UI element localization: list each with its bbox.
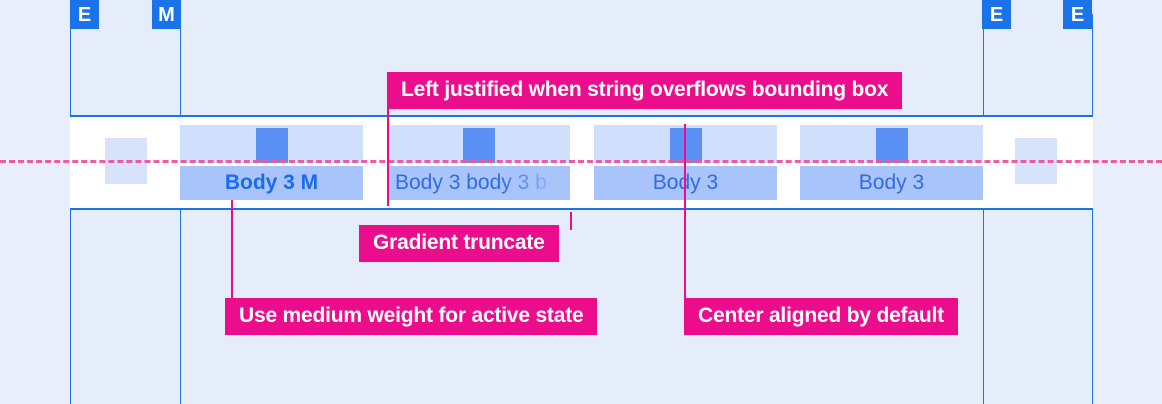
- badge-e-left-1: E: [70, 0, 99, 29]
- icon-band: [800, 125, 983, 163]
- tab-cell-active[interactable]: Body 3 M: [180, 125, 363, 200]
- annotation-medium-weight: Use medium weight for active state: [225, 298, 598, 335]
- tab-cell-overflow[interactable]: Body 3 body 3 b: [387, 125, 570, 200]
- placeholder-icon: [462, 128, 495, 163]
- tab-cell-default-2[interactable]: Body 3: [800, 125, 983, 200]
- badge-m-left-2: M: [152, 0, 181, 29]
- baseline-guide: [0, 160, 1162, 163]
- placeholder-icon: [875, 128, 908, 163]
- leader-line-gradient-truncate: [570, 212, 572, 230]
- tab-cell-label: Body 3: [858, 171, 925, 194]
- label-band: Body 3: [800, 166, 983, 200]
- leader-line-left-justified: [387, 104, 389, 206]
- placeholder-icon: [255, 128, 288, 163]
- tab-cell-label: Body 3 M: [224, 171, 319, 194]
- tab-cell-label: Body 3 body 3 b: [395, 171, 547, 194]
- badge-e-right-1: E: [982, 0, 1011, 29]
- annotation-left-justified: Left justified when string overflows bou…: [387, 72, 903, 109]
- label-band: Body 3 M: [180, 166, 363, 200]
- label-band: Body 3 body 3 b: [387, 166, 570, 200]
- annotation-gradient-truncate: Gradient truncate: [359, 225, 559, 262]
- leader-line-medium-weight: [231, 200, 233, 298]
- badge-e-right-2: E: [1063, 0, 1092, 29]
- leader-line-center-aligned: [684, 124, 686, 298]
- icon-band: [180, 125, 363, 163]
- annotation-center-aligned: Center aligned by default: [684, 298, 958, 335]
- icon-band: [387, 125, 570, 163]
